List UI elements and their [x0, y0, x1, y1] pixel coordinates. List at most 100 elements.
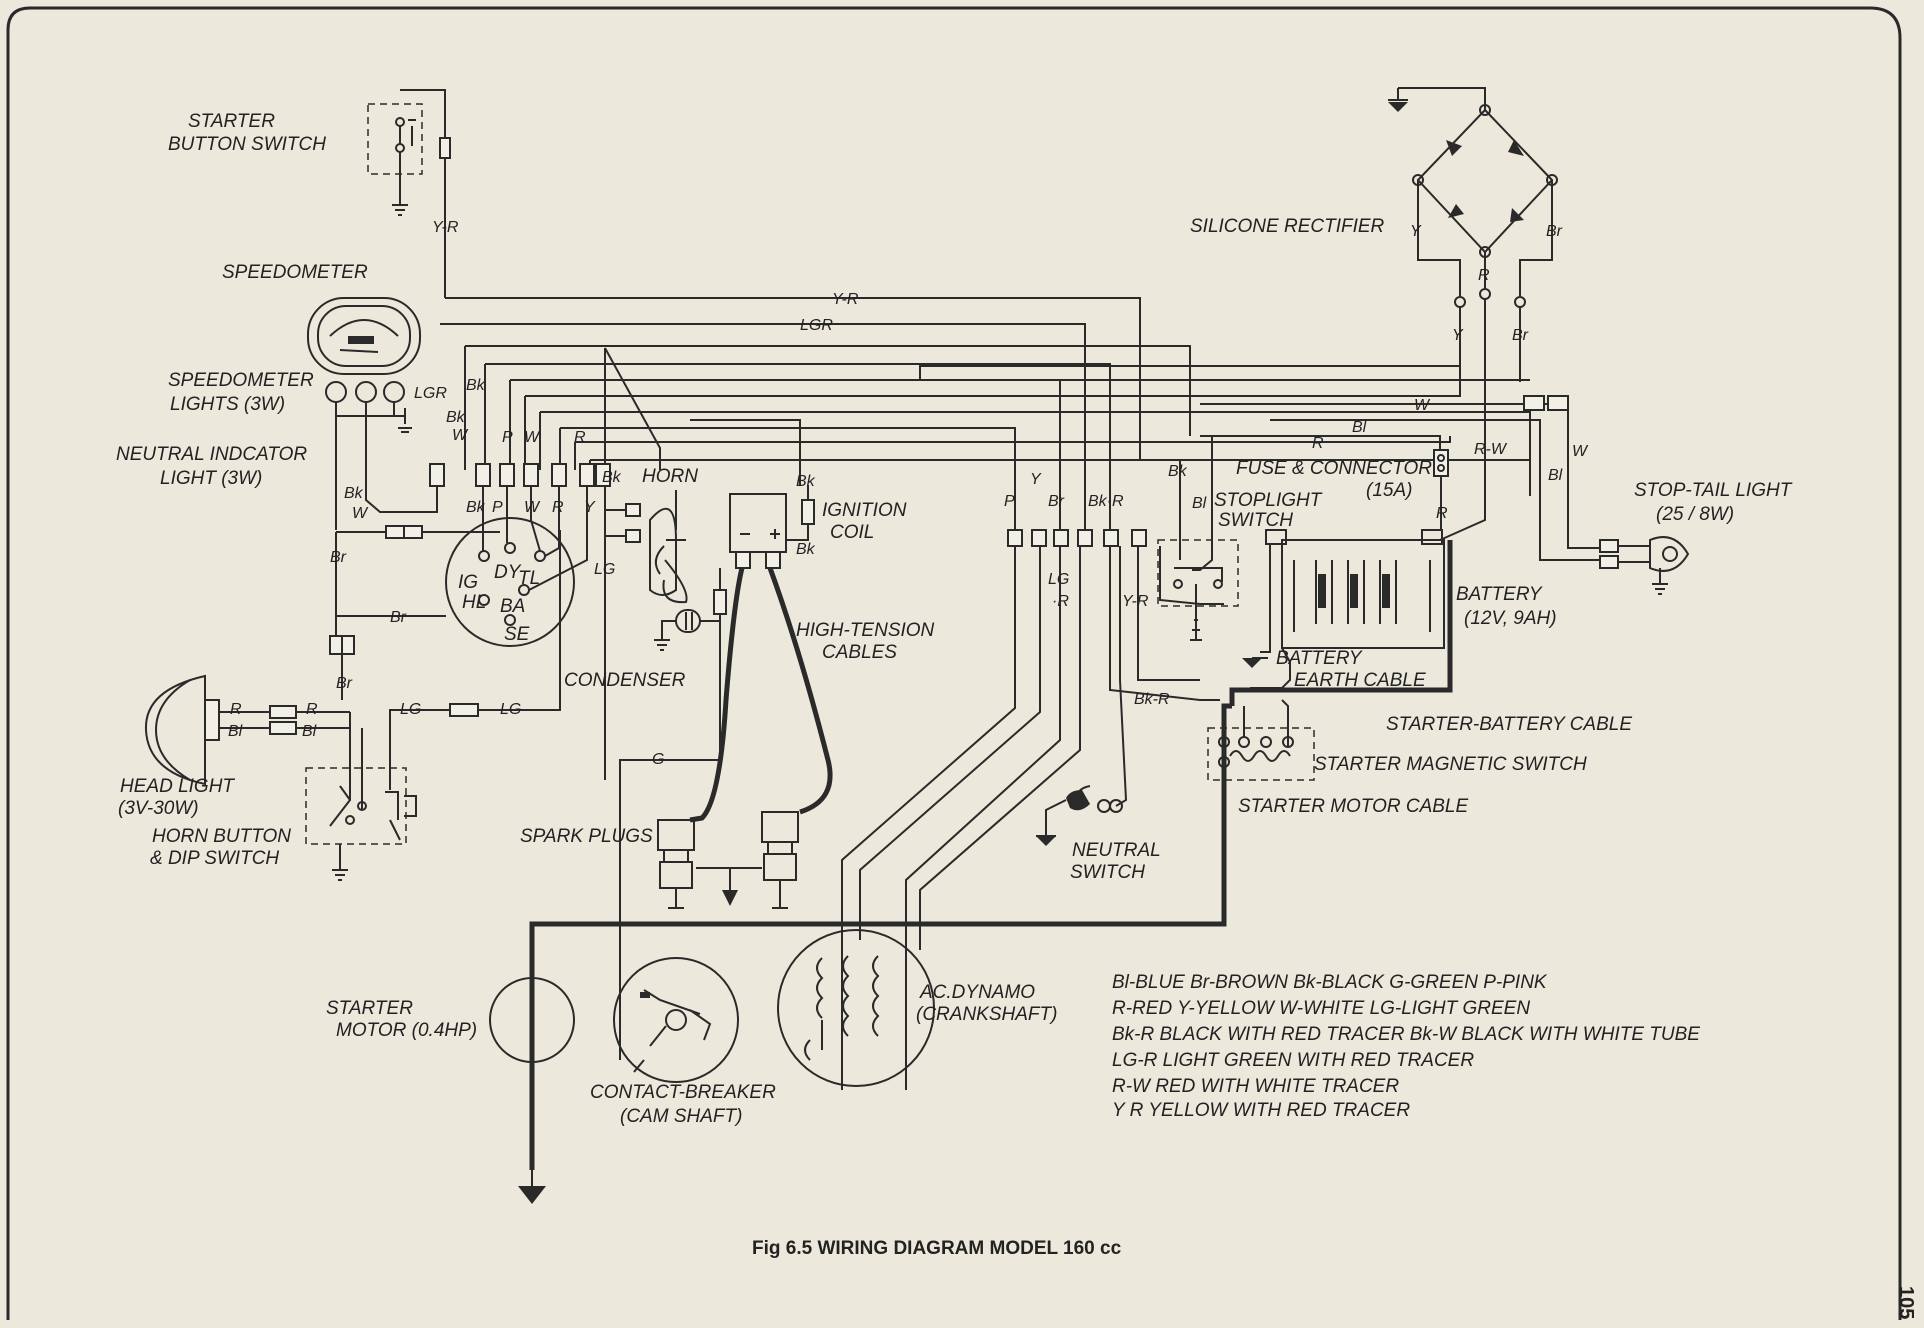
ac-dynamo — [777, 929, 935, 1090]
wire-label-bk-fuse: Bk — [1168, 463, 1188, 480]
label-head-light-2: (3V-30W) — [118, 798, 199, 819]
wire-label-bkr-low: Bk-R — [1134, 691, 1170, 708]
ignition-terminal-ig: IG — [458, 572, 478, 593]
battery — [1242, 529, 1445, 689]
label-spark-plugs: SPARK PLUGS — [520, 826, 653, 847]
wire-label-w-1: W — [452, 427, 469, 444]
neutral-switch — [1036, 546, 1128, 846]
brown-line — [329, 532, 446, 700]
label-neutral-switch-2: SWITCH — [1070, 862, 1145, 883]
wire-label-bk-coil-1: Bk — [796, 473, 816, 490]
label-neutral-switch-1: NEUTRAL — [1072, 840, 1161, 861]
dynamo-harness — [841, 546, 1224, 950]
label-starter-button-switch-1: STARTER — [188, 111, 275, 132]
wire-label-r-batt: R — [1436, 505, 1448, 522]
page-number: 105 — [1895, 1286, 1917, 1319]
wire-label-r-top: R — [1312, 435, 1324, 452]
wire-label-p-mid: P — [1004, 493, 1015, 510]
wire-label-y-mid: Y — [1030, 471, 1042, 488]
wire-label-y-rect: Y — [1410, 223, 1422, 240]
fuse-connector — [1200, 435, 1449, 530]
ignition-terminal-ba: BA — [500, 596, 525, 617]
ignition-switch: IG DY TL HL BA SE — [445, 486, 588, 647]
wire-label-bl-right: Bl — [1548, 467, 1563, 484]
wire-label-bl-top: Bl — [1352, 419, 1367, 436]
label-starter-button-switch-2: BUTTON SWITCH — [168, 134, 326, 155]
wire-label-w-nl: W — [352, 505, 369, 522]
contact-breaker — [613, 957, 739, 1083]
label-battery-earth-1: BATTERY — [1276, 648, 1363, 669]
figure-caption: Fig 6.5 WIRING DIAGRAM MODEL 160 cc — [752, 1238, 1122, 1259]
stop-tail-light — [1599, 536, 1690, 595]
wire-label-bk-1: Bk — [466, 377, 486, 394]
wire-label-p: P — [502, 429, 513, 446]
label-stoplight-switch-2: SWITCH — [1218, 510, 1293, 531]
wire-label-bl-fuse: Bl — [1192, 495, 1207, 512]
silicone-rectifier — [919, 87, 1558, 541]
wire-label-bk-3: Bk — [602, 469, 622, 486]
wire-label-rw: R-W — [1474, 441, 1508, 458]
label-silicone-rectifier: SILICONE RECTIFIER — [1190, 216, 1385, 237]
label-fuse-connector-1: FUSE & CONNECTOR — [1236, 458, 1432, 479]
harness-connectors-middle — [1007, 529, 1147, 547]
label-ignition-coil-1: IGNITION — [822, 500, 907, 521]
label-starter-magnetic-switch: STARTER MAGNETIC SWITCH — [1314, 754, 1587, 775]
label-speedometer-lights-1: SPEEDOMETER — [168, 370, 314, 391]
ignition-terminal-dy: DY — [494, 562, 522, 583]
ignition-terminal-tl: TL — [518, 568, 540, 589]
label-horn: HORN — [642, 466, 698, 487]
label-high-tension-2: CABLES — [822, 642, 897, 663]
wire-label-w-row: W — [524, 499, 541, 516]
wire-label-r-1: R — [574, 429, 586, 446]
wire-label-g: G — [652, 751, 664, 768]
label-horn-button-2: & DIP SWITCH — [150, 848, 279, 869]
label-condenser: CONDENSER — [564, 670, 686, 691]
label-fuse-connector-2: (15A) — [1366, 480, 1412, 501]
wire-label-w-2: W — [524, 429, 541, 446]
label-neutral-indicator-1: NEUTRAL INDCATOR — [116, 444, 307, 465]
spark-plugs — [657, 811, 799, 909]
wire-label-br-2: Br — [390, 609, 407, 626]
label-speedometer: SPEEDOMETER — [222, 262, 368, 283]
wire-label-y-rect-2: Y — [1452, 327, 1464, 344]
sheet-border — [6, 6, 1902, 1320]
wire-label-w-right: W — [1572, 443, 1589, 460]
wire-label-br-1: Br — [330, 549, 347, 566]
horn — [605, 490, 688, 604]
wire-label-yr-2: Y-R — [832, 291, 859, 308]
component-labels: STARTER BUTTON SWITCH SPEEDOMETER SPEEDO… — [116, 111, 1793, 1127]
stoplight-switch — [1157, 436, 1239, 641]
legend-line-1: Bl-BLUE Br-BROWN Bk-BLACK G-GREEN P-PINK — [1112, 972, 1548, 993]
label-contact-breaker-2: (CAM SHAFT) — [620, 1106, 742, 1127]
label-starter-motor-2: MOTOR (0.4HP) — [336, 1020, 477, 1041]
neutral-indicator-light — [335, 416, 500, 539]
label-speedometer-lights-2: LIGHTS (3W) — [170, 394, 285, 415]
starter-magnetic-switch — [1207, 699, 1315, 781]
starter-button-switch — [367, 89, 451, 298]
wire-label-lgr-mid-1: LG — [1048, 571, 1069, 588]
wire-label-r-hl-1: R — [230, 701, 242, 718]
harness-connectors-left — [429, 463, 611, 487]
wire-label-w-top: W — [1414, 397, 1431, 414]
wire-label-br-rect: Br — [1546, 223, 1563, 240]
wire-label-br-rect-2: Br — [1512, 327, 1529, 344]
legend-line-5: R-W RED WITH WHITE TRACER — [1112, 1076, 1399, 1097]
label-stoplight-switch-1: STOPLIGHT — [1214, 490, 1323, 511]
wire-label-lgr: LGR — [800, 317, 833, 334]
label-stop-tail-light-1: STOP-TAIL LIGHT — [1634, 480, 1793, 501]
wire-label-br-mid: Br — [1048, 493, 1065, 510]
legend-line-4: LG-R LIGHT GREEN WITH RED TRACER — [1112, 1050, 1474, 1071]
wire-label-lg-3: LG — [594, 561, 615, 578]
wire-label-bk-row: Bk — [466, 499, 486, 516]
wire-label-r-hl-2: R — [306, 701, 318, 718]
starter-cable-main — [518, 540, 1453, 1204]
wire-label-lg-1: LG — [400, 701, 421, 718]
legend-line-3: Bk-R BLACK WITH RED TRACER Bk-W BLACK WI… — [1112, 1024, 1700, 1045]
head-light — [144, 674, 350, 786]
wire-label-p-row: P — [492, 499, 503, 516]
horn-button-dip-switch — [305, 530, 561, 881]
wire-label-y-row: Y — [584, 499, 596, 516]
label-stop-tail-light-2: (25 / 8W) — [1656, 504, 1734, 525]
label-battery-1: BATTERY — [1456, 584, 1543, 605]
main-harness — [440, 297, 1600, 780]
